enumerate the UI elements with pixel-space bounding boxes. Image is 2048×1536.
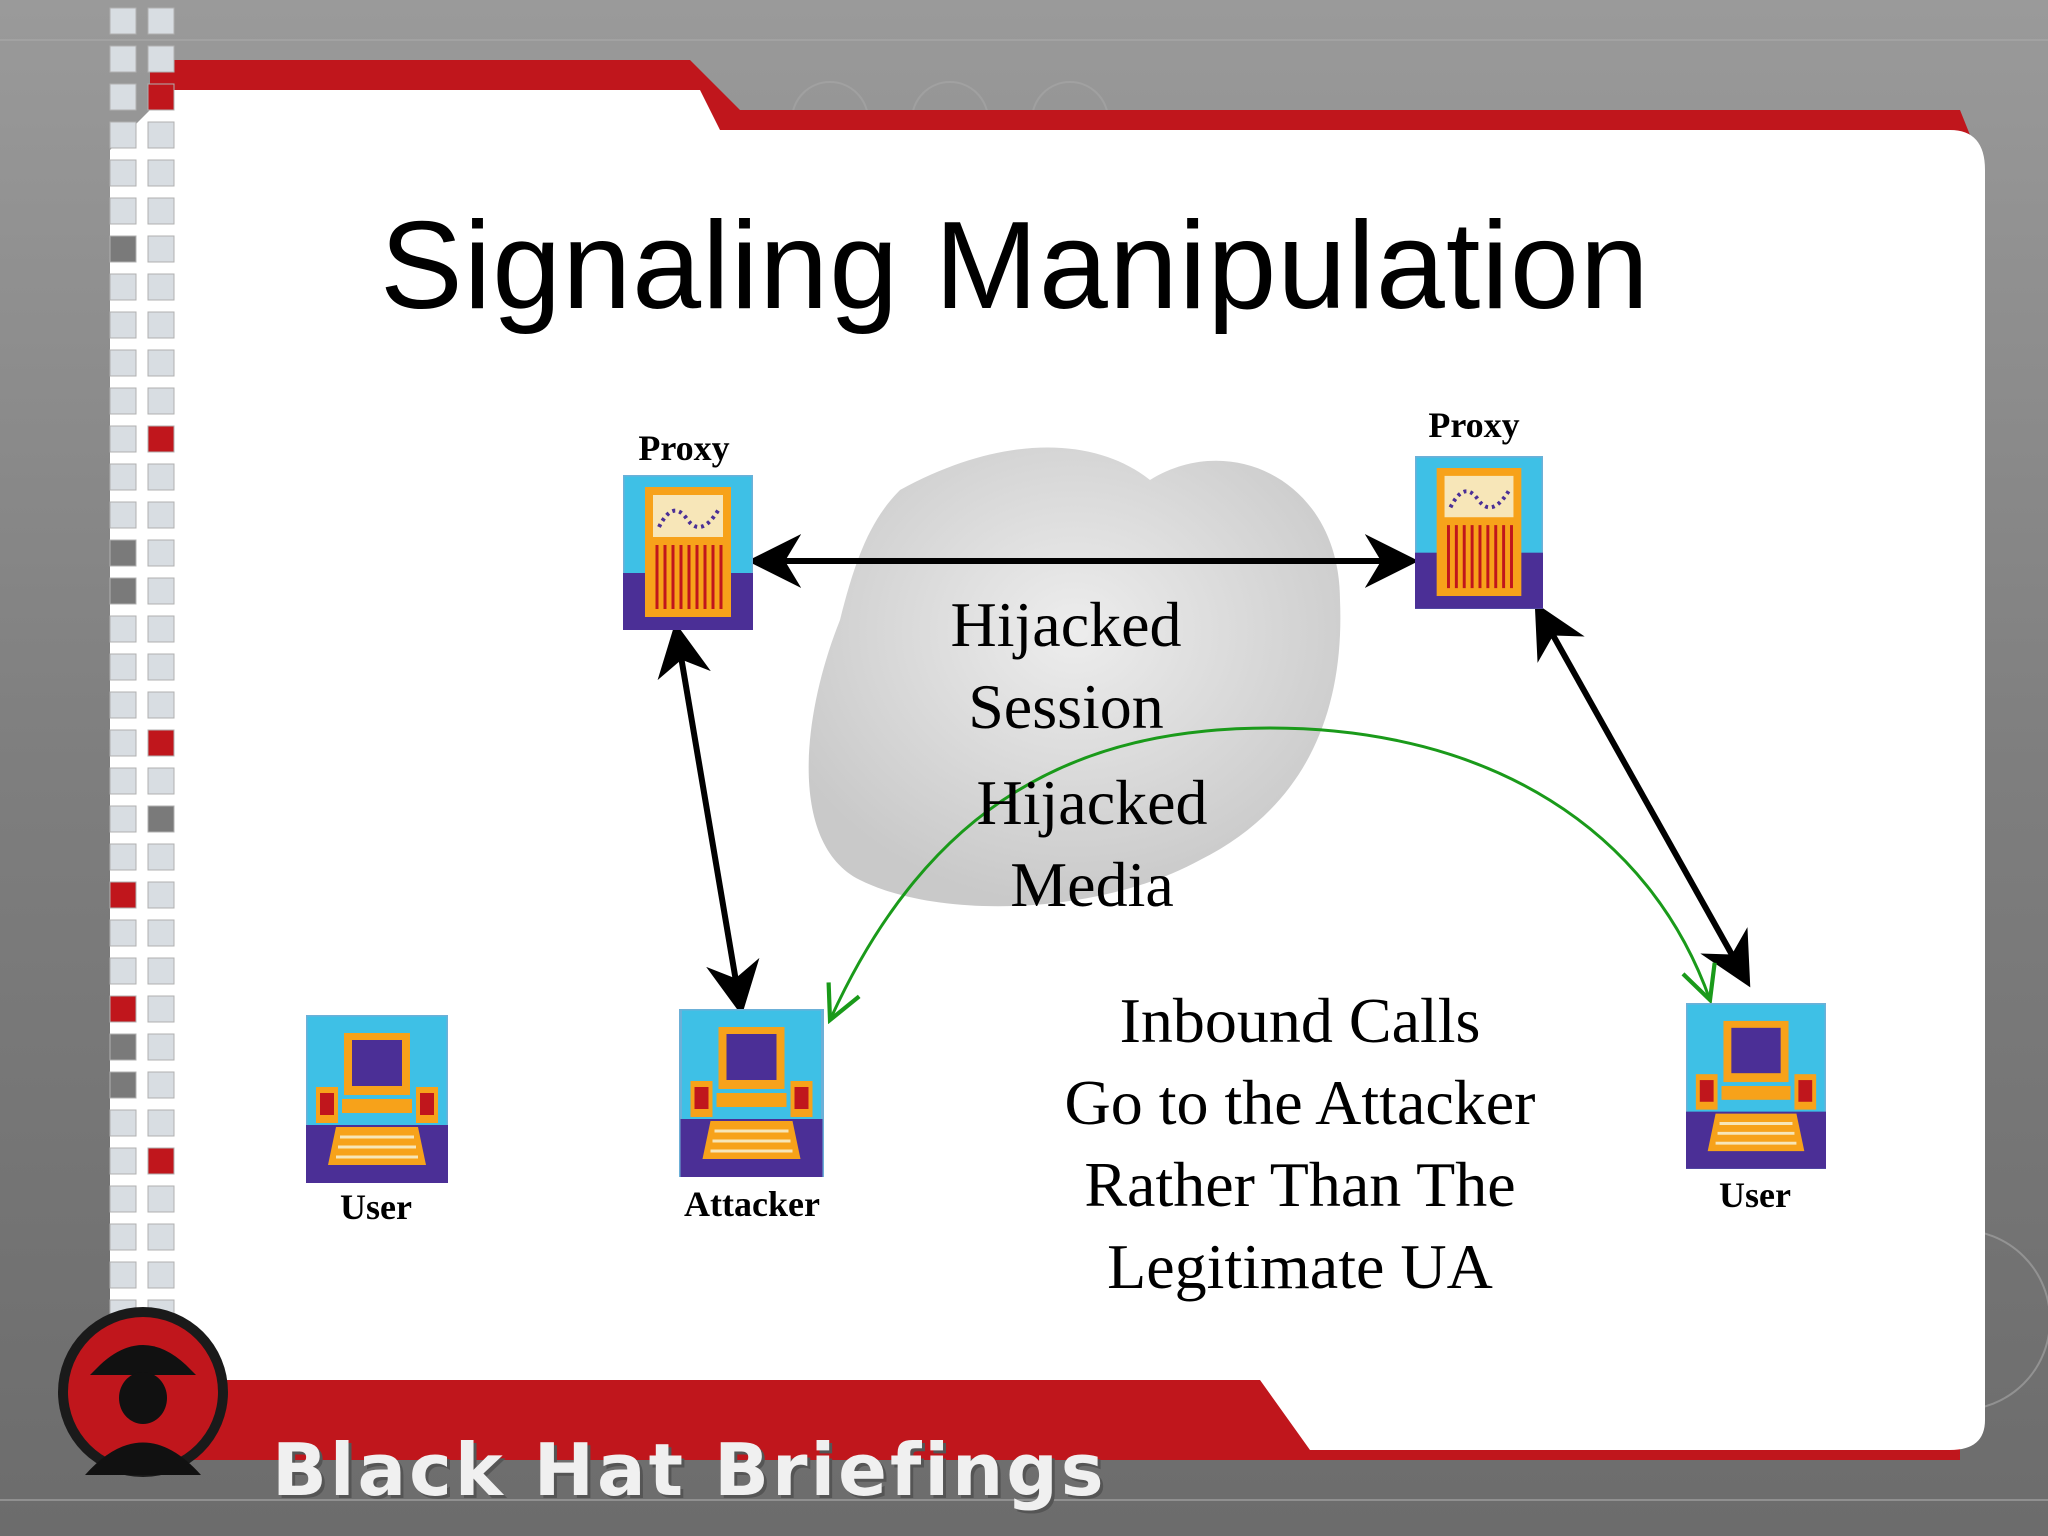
decorative-square (109, 767, 137, 795)
decorative-square (109, 729, 137, 757)
decorative-square (147, 235, 175, 263)
decorative-square (147, 121, 175, 149)
user-right-label: User (1719, 1175, 1791, 1215)
decorative-square (147, 577, 175, 605)
decorative-square (147, 501, 175, 529)
decorative-square (109, 349, 137, 377)
decorative-square (109, 45, 137, 73)
decorative-square (109, 615, 137, 643)
decorative-square (109, 843, 137, 871)
decorative-square (147, 1147, 175, 1175)
footer-brand: Black Hat Briefings (272, 1428, 1107, 1512)
decorative-square (147, 957, 175, 985)
decorative-square (147, 7, 175, 35)
hijacked-media-label: Hijacked Media (976, 767, 1208, 920)
proxy-left-icon (623, 475, 753, 630)
decorative-square (147, 653, 175, 681)
decorative-square (147, 387, 175, 415)
decorative-square (147, 843, 175, 871)
decorative-square (147, 197, 175, 225)
proxy-right-label: Proxy (1428, 405, 1520, 445)
decorative-square (109, 1071, 137, 1099)
decorative-square (109, 425, 137, 453)
user-left-label: User (340, 1187, 412, 1227)
decorative-square (147, 767, 175, 795)
slide-title: Signaling Manipulation (380, 197, 1650, 335)
decorative-square (147, 1261, 175, 1289)
decorative-square (109, 7, 137, 35)
decorative-square (147, 691, 175, 719)
decorative-square (147, 995, 175, 1023)
decorative-square (147, 919, 175, 947)
decorative-square (109, 387, 137, 415)
decorative-square (109, 1185, 137, 1213)
proxy-right-icon (1415, 456, 1543, 609)
decorative-square (109, 577, 137, 605)
decorative-square (109, 1147, 137, 1175)
decorative-square (109, 805, 137, 833)
decorative-square (109, 539, 137, 567)
decorative-square (147, 881, 175, 909)
inbound-calls-note: Inbound Calls Go to the Attacker Rather … (1064, 985, 1536, 1302)
decorative-square (147, 1185, 175, 1213)
decorative-square (147, 273, 175, 301)
decorative-square (109, 121, 137, 149)
decorative-square (147, 349, 175, 377)
decorative-square (109, 957, 137, 985)
decorative-square (109, 235, 137, 263)
decorative-square (109, 1223, 137, 1251)
decorative-square (147, 463, 175, 491)
hijacked-session-label: Hijacked Session (950, 589, 1182, 742)
decorative-square (109, 995, 137, 1023)
attacker-icon (679, 1009, 824, 1177)
decorative-square (109, 159, 137, 187)
decorative-square (147, 729, 175, 757)
decorative-square (109, 653, 137, 681)
proxy-attacker-link (657, 622, 760, 1016)
decorative-square (109, 1033, 137, 1061)
decorative-square (109, 1261, 137, 1289)
decorative-square (109, 919, 137, 947)
decorative-square (147, 83, 175, 111)
attacker-label: Attacker (684, 1184, 820, 1224)
decorative-square (109, 501, 137, 529)
hijacked-media-arc (830, 726, 1710, 1020)
user-left-icon (306, 1015, 448, 1183)
decorative-square (147, 1071, 175, 1099)
decorative-square (147, 615, 175, 643)
decorative-square (147, 311, 175, 339)
decorative-square (147, 1033, 175, 1061)
decorative-square (109, 1109, 137, 1137)
user-right-icon (1686, 1003, 1826, 1169)
decorative-square (109, 273, 137, 301)
decorative-square (147, 805, 175, 833)
decorative-square (147, 159, 175, 187)
decorative-square (109, 197, 137, 225)
decorative-square (147, 45, 175, 73)
decorative-square (109, 311, 137, 339)
decorative-square (109, 83, 137, 111)
decorative-square (109, 881, 137, 909)
decorative-square (109, 691, 137, 719)
decorative-square (147, 1109, 175, 1137)
proxy-left-label: Proxy (638, 428, 730, 468)
black-hat-logo-icon (58, 1307, 228, 1477)
decorative-square (147, 539, 175, 567)
decorative-square (147, 425, 175, 453)
decorative-square (147, 1223, 175, 1251)
decorative-square (109, 463, 137, 491)
proxy-user-link (1534, 602, 1751, 988)
